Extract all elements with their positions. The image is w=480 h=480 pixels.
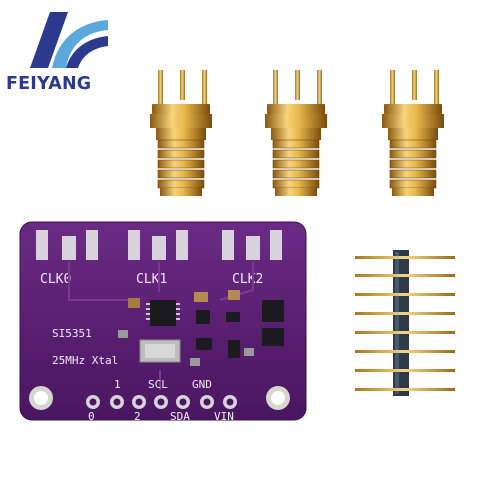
pin-label-vin: VIN <box>214 410 234 423</box>
pin-label-sda: SDA <box>170 410 190 423</box>
pin-label-0: 0 <box>88 410 95 423</box>
smd-components <box>118 290 284 366</box>
mounting-hole <box>266 386 290 410</box>
crystal-oscillator <box>139 339 181 363</box>
sma-pads <box>36 230 282 260</box>
label-clk0: CLK0 <box>40 272 71 287</box>
label-clk2: CLK2 <box>232 272 263 287</box>
si5351-board: CLK0 CLK1 CLK2 SI5351 25MHz Xtal <box>19 221 307 423</box>
pin-label-2: 2 <box>134 410 141 423</box>
brand-logo: FEIYANG <box>6 6 118 100</box>
logo-wing-icon <box>30 12 108 68</box>
mounting-hole <box>29 386 53 410</box>
si5351-chip <box>146 300 180 326</box>
pin-label-gnd: GND <box>192 378 212 391</box>
sma-connector-3 <box>382 70 444 196</box>
board-pin-holes <box>86 395 237 409</box>
sma-connector-1 <box>150 70 212 196</box>
sma-connector-2 <box>265 70 327 196</box>
pin-label-scl: SCL <box>148 378 168 391</box>
chip-label: SI5351 <box>52 327 92 340</box>
crystal-label: 25MHz Xtal <box>52 354 118 367</box>
brand-name: FEIYANG <box>6 74 92 94</box>
pin-label-1: 1 <box>114 378 121 391</box>
label-clk1: CLK1 <box>136 272 167 287</box>
pin-header <box>355 250 455 396</box>
